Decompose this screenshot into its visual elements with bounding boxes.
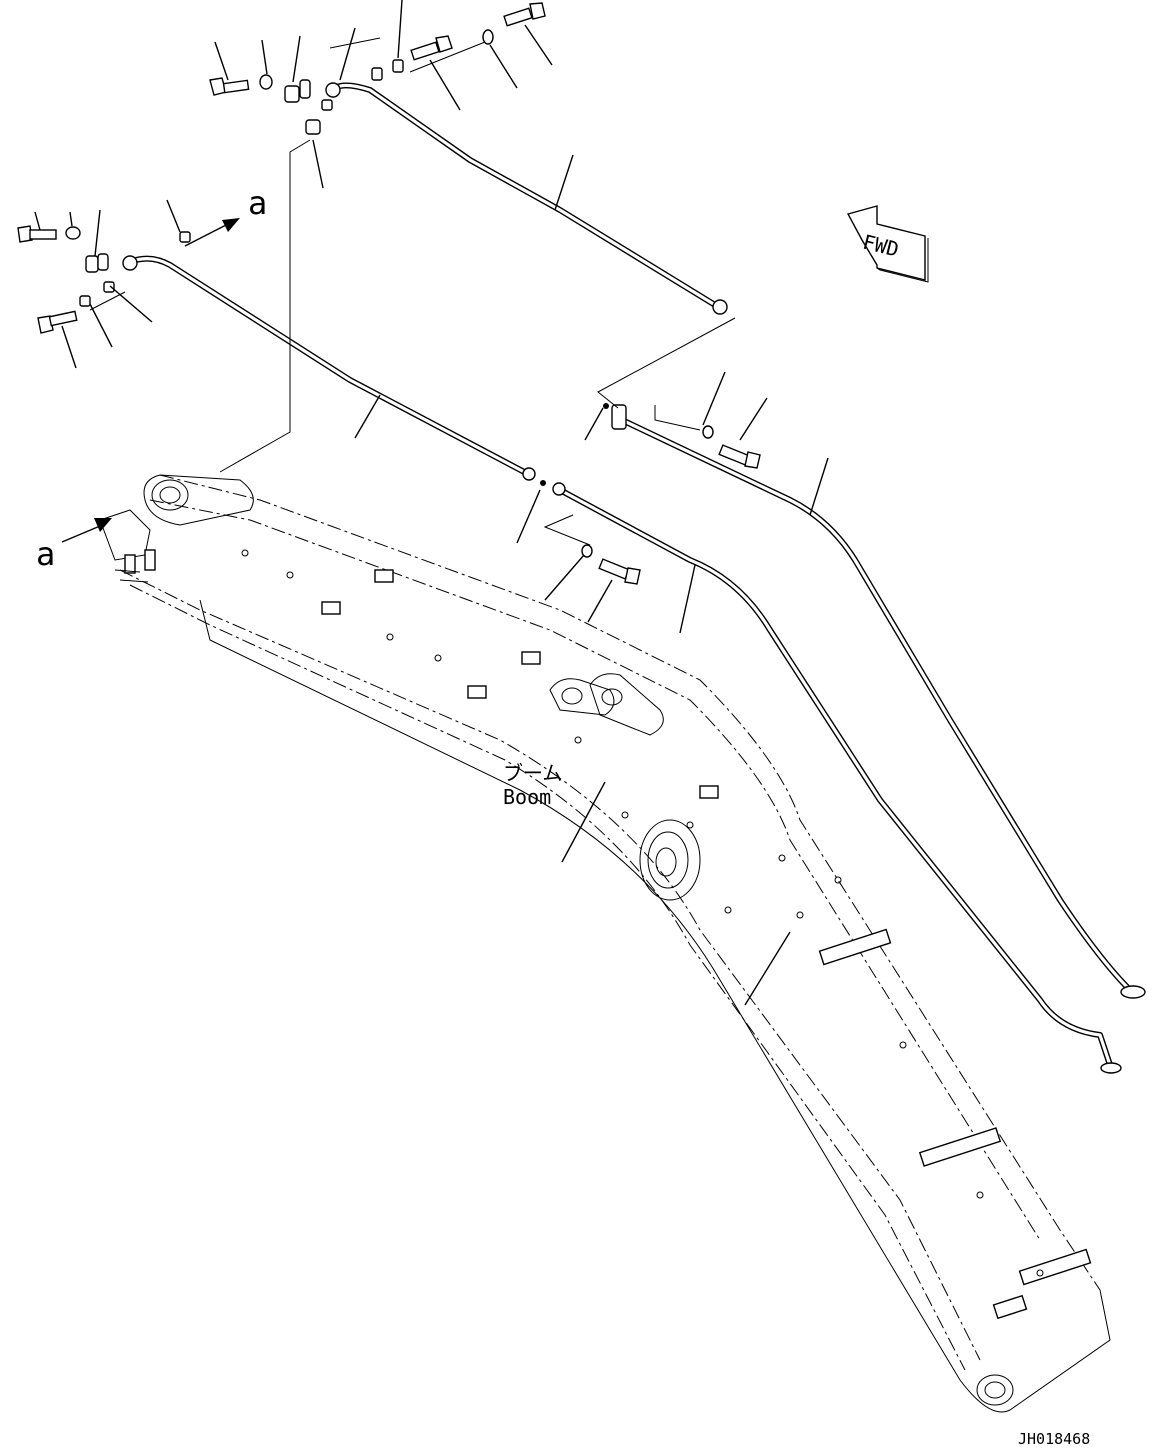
boom-label-japanese: ブーム bbox=[503, 761, 562, 785]
fasteners-left bbox=[17, 225, 191, 334]
boom-clamp-brackets bbox=[321, 569, 1092, 1320]
assembly-leader-lines bbox=[89, 37, 736, 546]
grease-pipe-upper bbox=[325, 82, 728, 315]
reference-arrow-top bbox=[184, 218, 240, 247]
boom-bolt-heads bbox=[241, 549, 1044, 1277]
forward-direction-arrow: FWD bbox=[846, 205, 929, 283]
boom-assembly bbox=[99, 474, 1111, 1413]
reference-label-top: a bbox=[248, 184, 267, 222]
fasteners-upper bbox=[209, 2, 546, 135]
boom-label-english: Boom bbox=[503, 785, 551, 809]
reference-arrow-left bbox=[61, 518, 112, 543]
grease-pipe-long bbox=[122, 255, 536, 481]
grease-pipe-lower bbox=[552, 482, 1122, 1074]
fasteners-middle bbox=[540, 403, 761, 585]
callout-lines bbox=[34, 0, 829, 1006]
reference-label-left: a bbox=[36, 535, 55, 573]
drawing-id: JH018468 bbox=[1018, 1430, 1090, 1448]
